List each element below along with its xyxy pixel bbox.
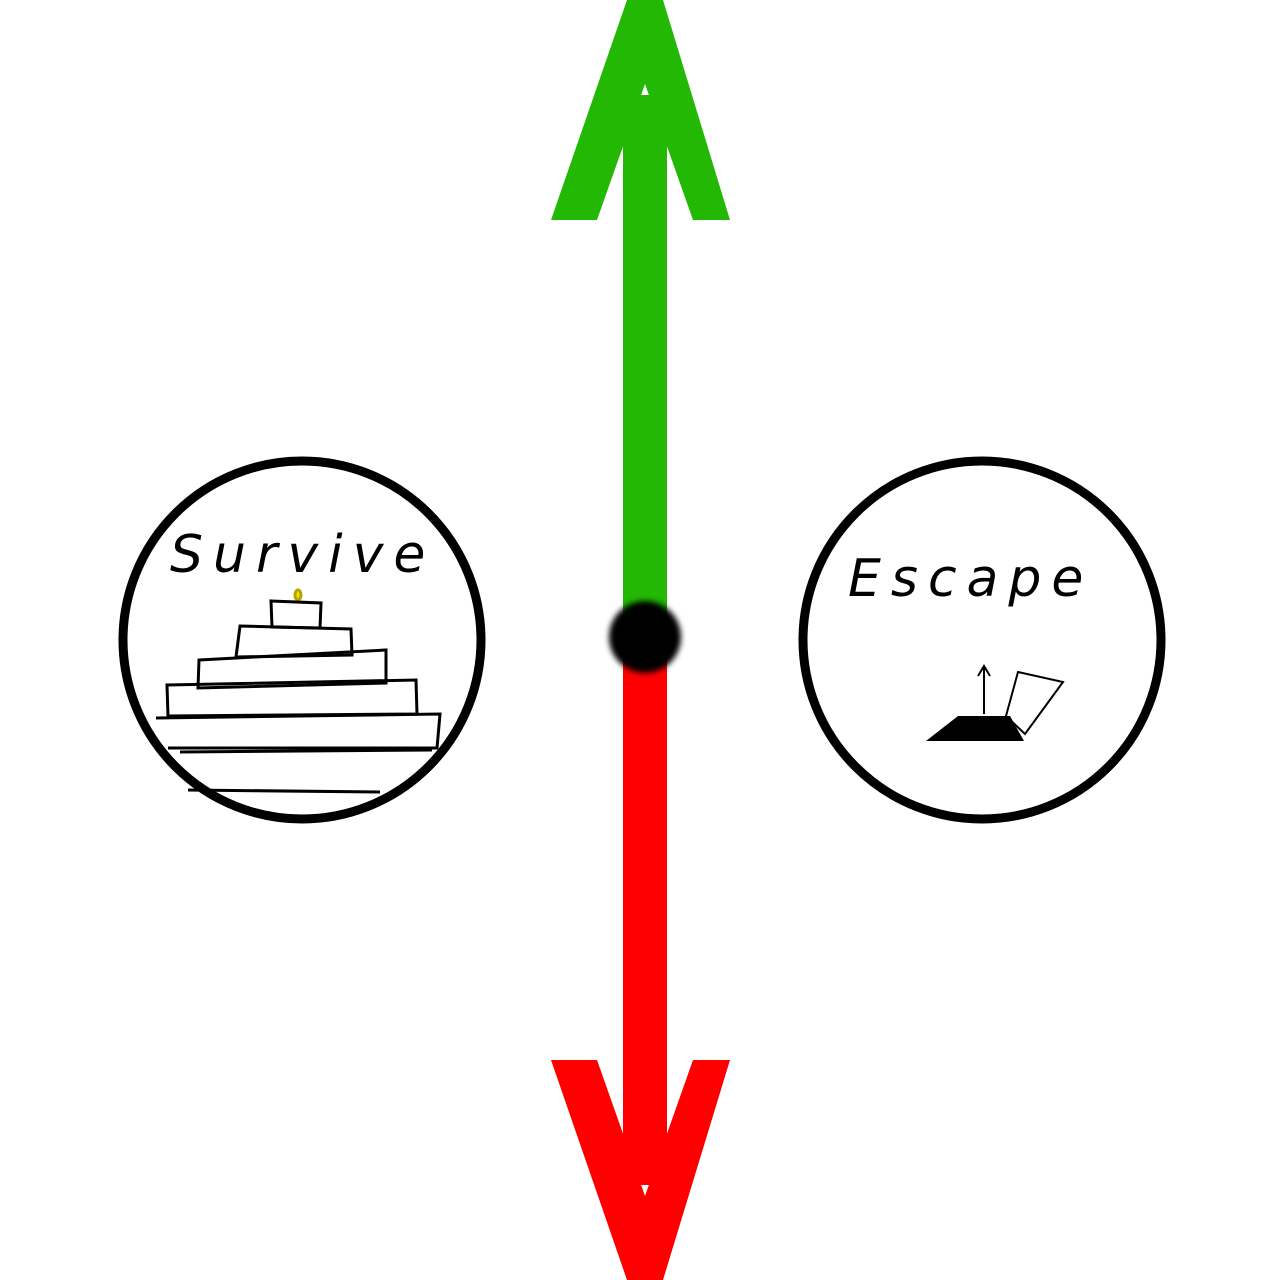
down-arrow-head [551, 1060, 730, 1280]
cake-icon [155, 588, 442, 794]
center-dot [609, 601, 681, 673]
survive-label: Survive [170, 525, 435, 585]
down-arrow [551, 640, 730, 1280]
hatch-icon [926, 664, 1065, 741]
escape-label: Escape [848, 549, 1093, 609]
up-arrow-head [551, 0, 730, 220]
escape-card: Escape [798, 456, 1166, 824]
survive-card: Survive [118, 456, 486, 824]
survive-circle [118, 456, 486, 824]
up-arrow [551, 0, 730, 640]
escape-circle [798, 456, 1166, 824]
hatch-hole [926, 716, 1024, 741]
candle-flame-icon [293, 588, 303, 602]
